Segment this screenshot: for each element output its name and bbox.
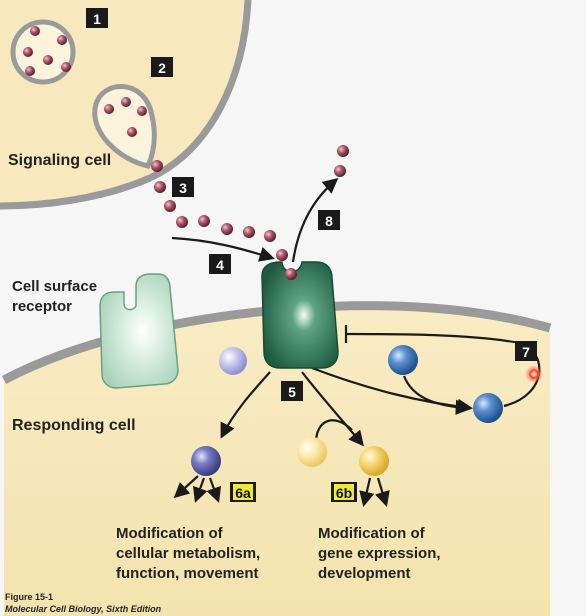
feedback-inhibition-line xyxy=(345,332,541,408)
signal-molecule xyxy=(25,66,35,76)
secretory-vesicle xyxy=(10,19,76,85)
blue-activation-arrow xyxy=(402,375,472,416)
step-badge-6b: 6b xyxy=(331,482,357,502)
svg-text:8: 8 xyxy=(325,213,333,229)
exocytosis-vesicle xyxy=(92,84,157,169)
step-badge-5: 5 xyxy=(281,381,303,401)
outcome-metabolism-label: Modification of cellular metabolism, fun… xyxy=(116,525,260,582)
output-arrow xyxy=(375,477,390,507)
signal-molecule xyxy=(121,97,131,107)
step-badge-4: 4 xyxy=(209,254,231,274)
released-signal-molecules xyxy=(151,160,288,261)
responding-cell-label: Responding cell xyxy=(12,417,136,434)
feedback-glow-ring xyxy=(529,369,539,379)
yellow-activation-arrow xyxy=(314,419,353,441)
signal-molecule xyxy=(137,106,147,116)
svg-text:3: 3 xyxy=(179,180,187,196)
binding-arrow xyxy=(171,236,275,262)
signal-molecule xyxy=(30,26,40,36)
signal-molecule xyxy=(61,62,71,72)
output-arrow xyxy=(192,477,208,503)
cell-surface-receptor-label: receptor xyxy=(12,298,72,315)
svg-text:1: 1 xyxy=(93,11,101,27)
active-gene-protein xyxy=(359,446,389,476)
outcome-gene-expression-label: Modification of gene expression, develop… xyxy=(318,525,441,582)
bound-signal-molecule xyxy=(285,268,297,280)
signaling-cell: Signaling cell xyxy=(0,0,252,210)
signal-molecule xyxy=(127,127,137,137)
signal-molecule-released xyxy=(334,165,346,177)
figure-source: Molecular Cell Biology, Sixth Edition xyxy=(5,604,162,614)
cell-surface-receptor-label: Cell surface xyxy=(12,278,97,295)
active-metabolic-protein xyxy=(191,446,221,476)
svg-text:cellular metabolism,: cellular metabolism, xyxy=(116,545,260,562)
step-badge-8: 8 xyxy=(318,210,340,230)
svg-text:2: 2 xyxy=(158,60,166,76)
pathway-arrows xyxy=(171,178,541,508)
step-badge-1: 1 xyxy=(86,8,108,28)
signal-molecule-released xyxy=(337,145,349,157)
inactive-feedback-protein xyxy=(388,345,418,375)
active-receptor xyxy=(261,261,339,369)
inactive-metabolic-protein xyxy=(219,347,247,375)
signal-molecule xyxy=(43,55,53,65)
step-badge-2: 2 xyxy=(151,57,173,77)
signal-molecule xyxy=(104,104,114,114)
svg-text:4: 4 xyxy=(216,257,224,273)
arrow-to-metabolic-protein xyxy=(220,371,271,439)
output-arrow xyxy=(173,475,199,499)
svg-text:development: development xyxy=(318,565,411,582)
svg-text:function, movement: function, movement xyxy=(116,565,259,582)
feedback-glow xyxy=(525,365,543,383)
signal-molecule xyxy=(57,35,67,45)
svg-text:Modification of: Modification of xyxy=(318,525,426,542)
step-badge-7: 7 xyxy=(515,341,537,361)
svg-text:Modification of: Modification of xyxy=(116,525,224,542)
arrow-to-gene-protein xyxy=(301,371,364,447)
svg-text:6b: 6b xyxy=(336,485,352,501)
output-arrow xyxy=(359,477,375,508)
signaling-cell-label: Signaling cell xyxy=(8,152,111,169)
svg-text:6a: 6a xyxy=(235,485,251,501)
inactive-gene-protein xyxy=(297,437,327,467)
figure-number: Figure 15-1 xyxy=(5,592,53,602)
output-arrow xyxy=(206,477,222,503)
inactive-receptor xyxy=(99,273,179,389)
svg-text:5: 5 xyxy=(288,384,296,400)
step-badge-3: 3 xyxy=(172,177,194,197)
release-arrow xyxy=(291,178,339,263)
svg-text:gene expression,: gene expression, xyxy=(318,545,441,562)
active-feedback-protein xyxy=(473,393,503,423)
step-badge-6a: 6a xyxy=(230,482,256,502)
signal-molecule xyxy=(23,47,33,57)
svg-text:7: 7 xyxy=(522,344,530,360)
